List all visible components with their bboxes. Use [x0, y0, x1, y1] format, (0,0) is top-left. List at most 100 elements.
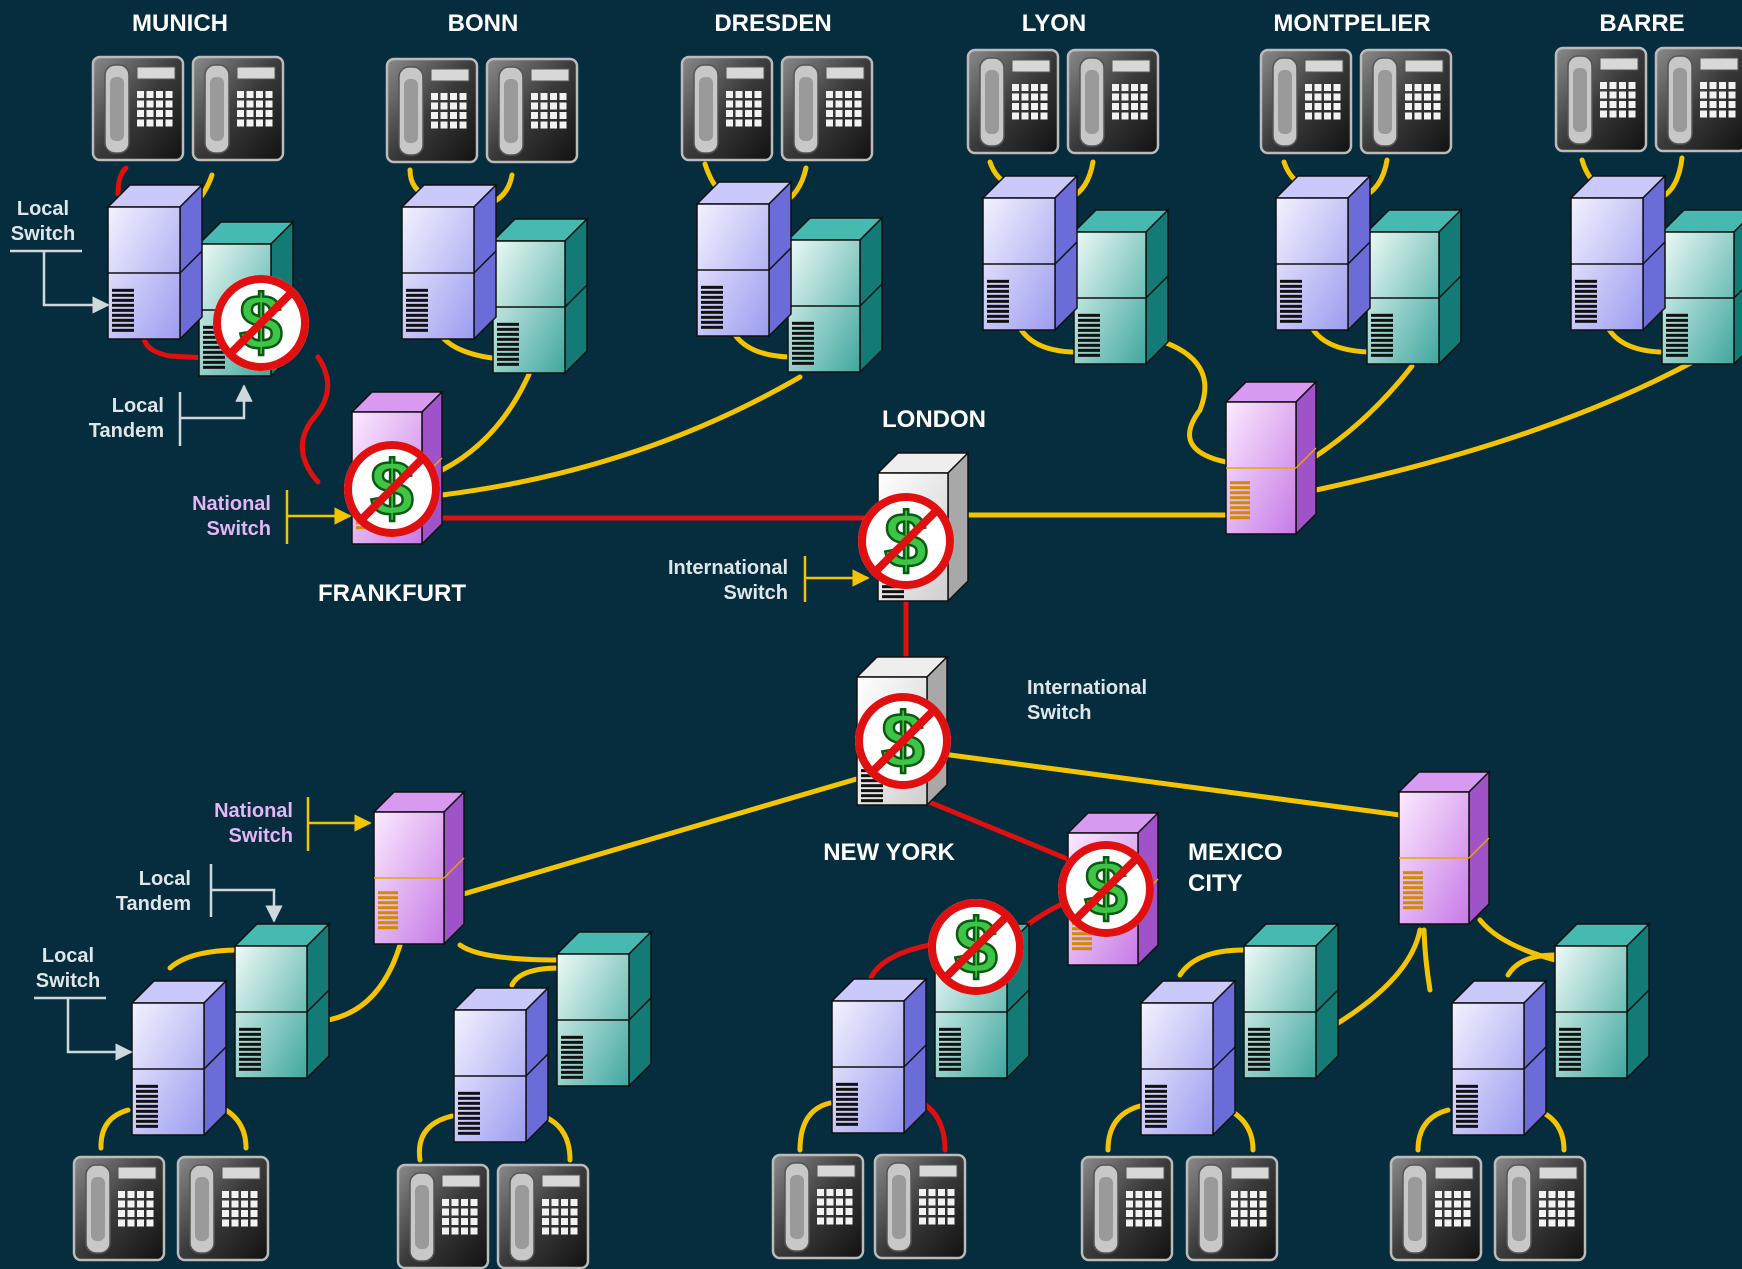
local-switch-barre — [1569, 174, 1667, 332]
local-tandem-bottom-right — [1553, 922, 1651, 1080]
link-br-tandem-national — [1477, 917, 1558, 963]
local-switch-bottom-left — [130, 979, 228, 1137]
link-br-phone1 — [1415, 1107, 1451, 1153]
telephone-icon-mexico-city-1 — [1080, 1155, 1174, 1262]
city-label-munich: MUNICH — [132, 10, 228, 37]
label-local-switch-top-line1: Local — [17, 198, 69, 220]
city-label-mexico-line2: CITY — [1188, 870, 1243, 897]
local-tandem-lyon — [1072, 208, 1170, 366]
label-intl-switch-london-line1: International — [668, 557, 788, 579]
city-label-dresden: DRESDEN — [714, 10, 831, 37]
link-montpelier-tandem-national — [1313, 363, 1415, 459]
local-tandem-barre — [1660, 209, 1742, 366]
no-dollar-icon-local-tandem-ny: $ — [928, 899, 1024, 995]
telephone-icon-lyon-1 — [966, 48, 1060, 155]
link-bl-phone1 — [98, 1107, 131, 1151]
link-local-tandem-bottom-left — [167, 947, 243, 971]
label-national-switch-bottom-line1: National — [214, 800, 293, 822]
link-national-left-tandem1 — [325, 942, 403, 1023]
no-dollar-icon-mexico-city: $ — [1058, 841, 1154, 937]
city-label-frankfurt: FRANKFURT — [318, 580, 466, 607]
telephone-icon-bottom-left-1 — [72, 1155, 166, 1262]
national-switch-europe-right — [1224, 380, 1318, 536]
telephone-icon-bottom-mid-1 — [396, 1163, 490, 1269]
city-label-new-york: NEW YORK — [823, 839, 955, 866]
link-ny-phone1 — [797, 1100, 833, 1153]
local-tandem-bottom-left — [233, 922, 331, 1080]
telephone-icon-bonn-1 — [385, 57, 479, 164]
callout-arrow-local-switch-top — [42, 251, 110, 314]
callouts-layer — [10, 249, 870, 1061]
local-tandem-bottom-mid — [555, 930, 653, 1088]
telephones-layer — [72, 46, 1742, 1269]
telephone-icon-montpelier-1 — [1259, 48, 1353, 155]
link-munich-tandem-frankfurt — [299, 354, 331, 485]
local-switch-bonn — [400, 183, 498, 341]
link-dresden-tandem-frankfurt — [439, 374, 803, 498]
telephone-icon-dresden-1 — [680, 55, 774, 162]
link-barre-tandem-national — [1313, 355, 1703, 493]
local-switch-mexico-city — [1139, 979, 1237, 1137]
label-national-switch-top-line2: Switch — [207, 518, 271, 540]
telephone-icon-munich-2 — [191, 55, 285, 162]
national-switch-bottom-left — [372, 790, 466, 946]
telephone-icon-bonn-2 — [485, 57, 579, 164]
telephone-icon-new-york-1 — [771, 1153, 865, 1260]
link-mc-switch-tandem — [1177, 947, 1247, 978]
city-label-lyon: LYON — [1022, 10, 1086, 37]
label-intl-switch-ny-line1: International — [1027, 677, 1147, 699]
callout-arrow-local-tandem-top — [180, 384, 253, 420]
local-switch-bottom-mid — [452, 986, 550, 1144]
link-bonn-tandem-frankfurt — [439, 369, 533, 473]
link-national-left-tandem2 — [457, 942, 563, 963]
link-munich-phone1 — [115, 165, 129, 197]
city-label-london: LONDON — [882, 406, 986, 433]
local-tandem-mexico-city — [1242, 922, 1340, 1080]
local-switch-bottom-right — [1450, 979, 1548, 1137]
telephone-icon-munich-1 — [91, 55, 185, 162]
city-label-bonn: BONN — [448, 10, 519, 37]
telephone-icon-mexico-city-2 — [1185, 1155, 1279, 1262]
no-dollar-icon-munich-tandem: $ — [213, 275, 309, 371]
telephone-icon-montpelier-2 — [1359, 48, 1453, 155]
local-switch-lyon — [981, 174, 1079, 332]
city-label-mexico-line1: MEXICO — [1188, 839, 1283, 866]
local-tandem-bonn — [491, 217, 589, 375]
no-dollar-icon-frankfurt: $ — [344, 441, 440, 537]
telephone-icon-barre-2 — [1654, 46, 1742, 153]
telephone-icon-bottom-mid-2 — [496, 1163, 590, 1269]
telephone-icon-bottom-right-2 — [1493, 1155, 1587, 1262]
link-newyork-national-right — [947, 752, 1403, 818]
link-lyon-tandem-national — [1155, 337, 1229, 465]
no-dollar-icon-new-york: $ — [855, 693, 951, 789]
link-mc-tandem-national — [1327, 927, 1423, 1031]
label-local-tandem-top-line2: Tandem — [89, 420, 164, 442]
city-label-montpelier: MONTPELIER — [1273, 10, 1430, 37]
label-national-switch-top-line1: National — [192, 493, 271, 515]
national-switch-bottom-right — [1397, 770, 1491, 926]
callout-arrow-local-tandem-bottom — [211, 888, 283, 923]
city-label-barre: BARRE — [1599, 10, 1684, 37]
link-bm-switch-tandem — [509, 965, 563, 988]
label-intl-switch-ny-line2: Switch — [1027, 702, 1091, 724]
telephone-icon-dresden-2 — [780, 55, 874, 162]
label-local-tandem-bottom-line2: Tandem — [116, 893, 191, 915]
devices-layer — [106, 174, 1742, 1144]
local-tandem-montpelier — [1365, 208, 1463, 366]
callout-arrow-local-switch-bottom — [66, 998, 133, 1061]
link-br-switch-tandem — [1505, 952, 1558, 978]
local-tandem-dresden — [786, 216, 884, 374]
link-mexico-nodollar-switch — [867, 942, 933, 983]
label-national-switch-bottom-line2: Switch — [229, 825, 293, 847]
link-bm-phone1 — [416, 1113, 455, 1163]
no-charge-markers: $ $ $ $ $ $ — [213, 275, 1154, 995]
link-newyork-national-left — [457, 775, 863, 898]
no-dollar-icon-london: $ — [858, 493, 954, 589]
local-switch-new-york — [830, 977, 928, 1135]
local-switch-dresden — [695, 180, 793, 338]
telephone-icon-lyon-2 — [1066, 48, 1160, 155]
label-intl-switch-london-line2: Switch — [724, 582, 788, 604]
label-local-tandem-top-line1: Local — [112, 395, 164, 417]
telephone-icon-bottom-right-1 — [1389, 1155, 1483, 1262]
